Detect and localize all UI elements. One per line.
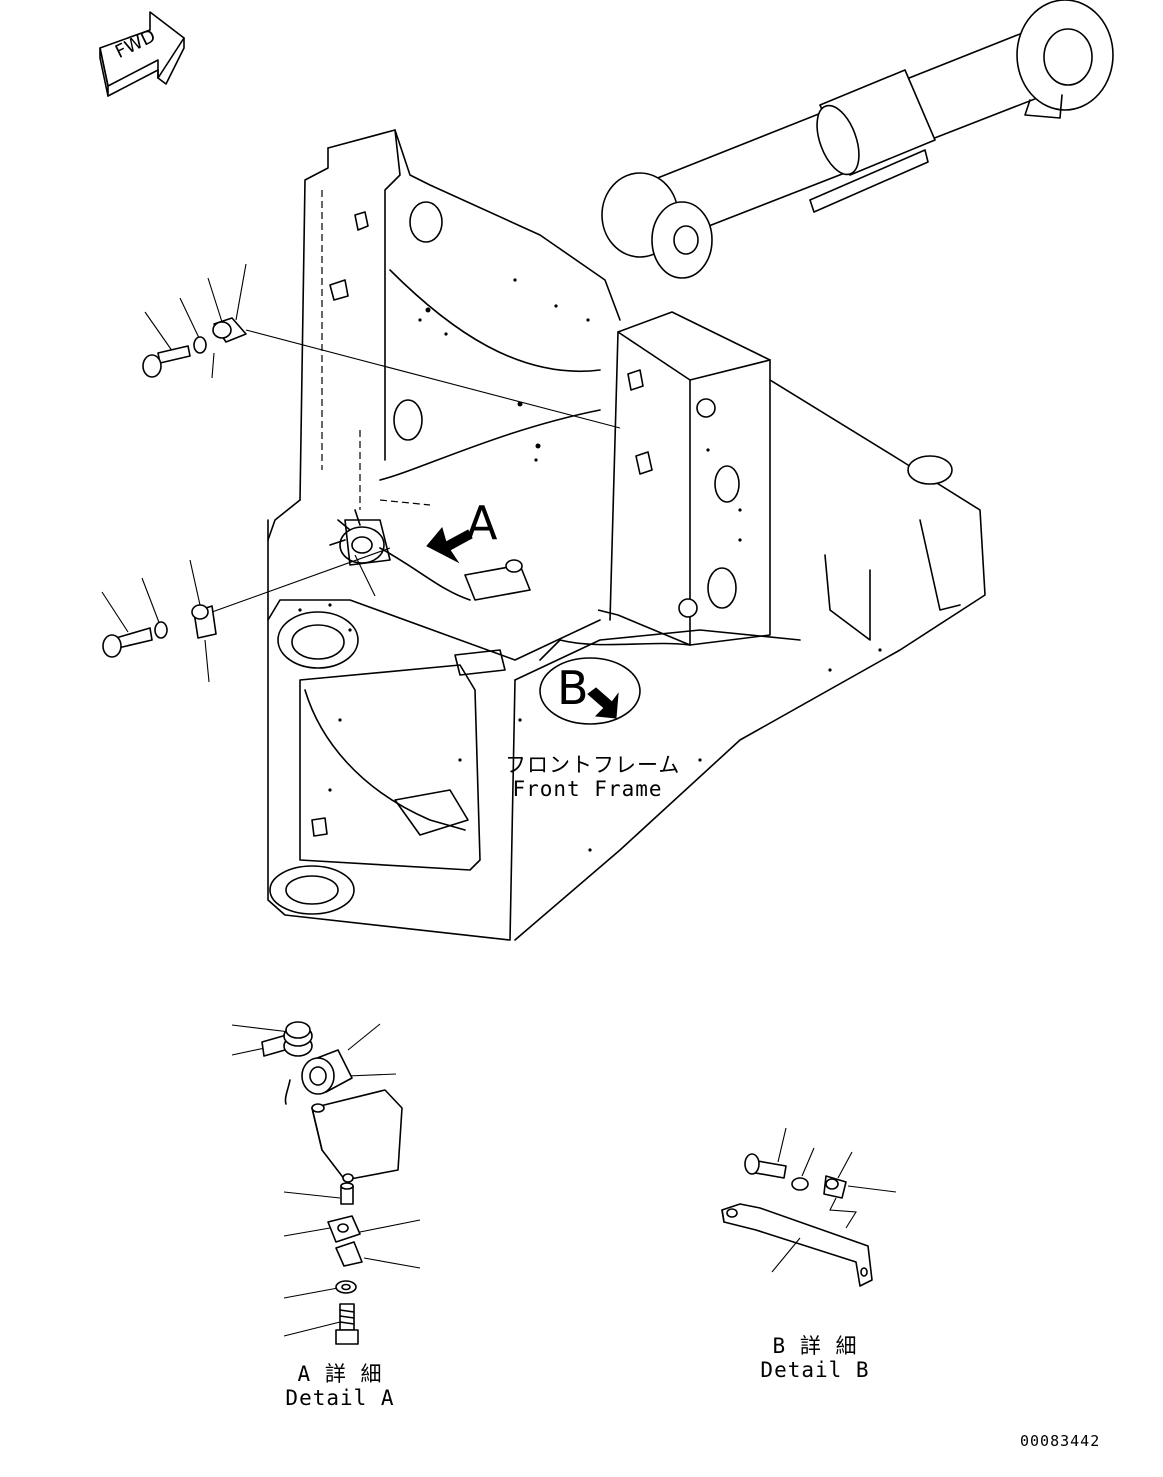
document-number: 00083442: [1020, 1432, 1101, 1450]
detail-b-label-jp: B 詳 細: [772, 1334, 858, 1358]
detail-a-parts: [231, 1021, 421, 1345]
detail-b-label: B 詳 細 Detail B: [760, 1334, 870, 1382]
leader-lines-middle: [101, 547, 391, 683]
front-frame-label-jp: フロントフレーム: [505, 753, 681, 777]
leader-lines-upper: [142, 263, 621, 429]
lift-cylinder: [601, 0, 1114, 279]
front-frame-body: [267, 129, 986, 941]
callout-label-a: A: [466, 496, 498, 550]
detail-b-parts: [721, 1127, 897, 1287]
detail-a-label-en: Detail A: [285, 1386, 395, 1410]
callout-oval-b: [539, 657, 641, 725]
front-frame-label-en: Front Frame: [512, 777, 663, 801]
detail-a-label-jp: A 詳 細: [297, 1362, 383, 1386]
callout-label-b: B: [557, 661, 589, 715]
front-frame-label: フロントフレーム Front Frame: [505, 753, 681, 801]
detail-a-label: A 詳 細 Detail A: [285, 1362, 395, 1410]
fwd-arrow-icon: [99, 11, 185, 97]
detail-b-label-en: Detail B: [760, 1358, 870, 1382]
callout-arrow-b-icon: [587, 687, 619, 719]
callout-arrow-a-icon: [426, 526, 473, 564]
